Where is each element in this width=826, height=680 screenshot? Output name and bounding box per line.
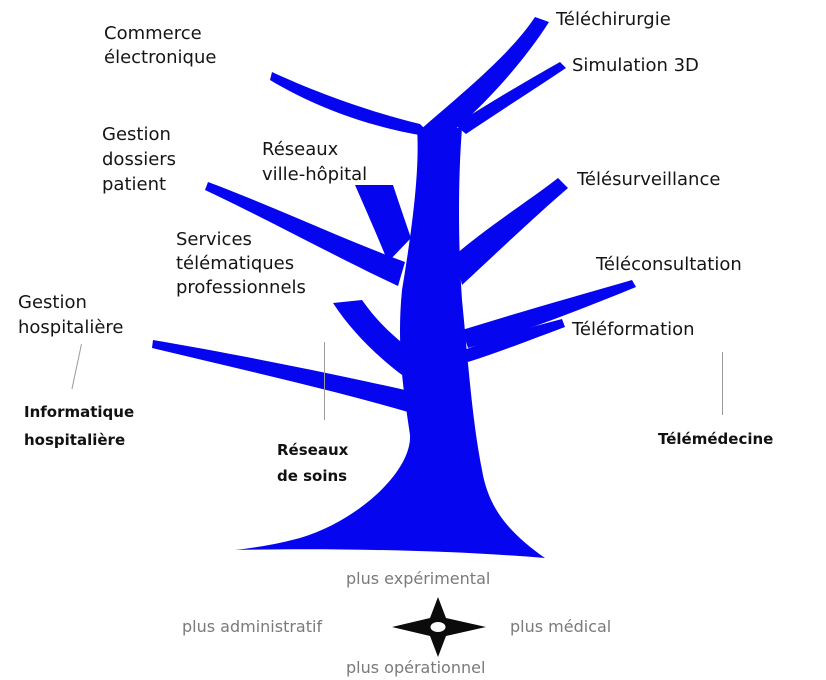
compass-rose-icon bbox=[392, 597, 486, 657]
branch-teleconsultation bbox=[462, 280, 636, 348]
compass-rose-center bbox=[429, 621, 447, 633]
branch-commerce-electronique bbox=[270, 72, 433, 137]
category-reseaux-de-soins: Réseaux de soins bbox=[277, 441, 349, 485]
label-telechirurgie: Téléchirurgie bbox=[556, 9, 671, 30]
leader-line-telemedecine bbox=[722, 352, 723, 415]
label-teleformation: Téléformation bbox=[572, 319, 695, 340]
branch-gestion-dossiers bbox=[205, 182, 405, 286]
category-telemedecine: Télémédecine bbox=[658, 430, 774, 448]
branch-teleformation bbox=[464, 319, 565, 362]
category-informatique-hospitaliere: Informatique hospitalière bbox=[24, 403, 135, 449]
label-gestion-dossiers-patient: Gestion dossiers patient bbox=[102, 124, 177, 195]
tree-shape bbox=[152, 17, 636, 558]
label-services-telematiques: Services télématiques professionnels bbox=[176, 229, 306, 298]
label-telesurveillance: Télésurveillance bbox=[577, 169, 721, 190]
leader-line-reseaux bbox=[324, 342, 325, 420]
label-commerce-electronique: Commerce électronique bbox=[104, 23, 217, 68]
branch-simulation-3d bbox=[455, 62, 566, 134]
tree-trunk bbox=[235, 128, 545, 558]
compass-label-south: plus opérationnel bbox=[346, 658, 486, 677]
branch-gestion-hospitaliere bbox=[152, 340, 408, 412]
branch-reseaux-ville-hopital bbox=[355, 185, 411, 262]
label-gestion-hospitaliere: Gestion hospitalière bbox=[18, 292, 124, 338]
compass-label-north: plus expérimental bbox=[346, 569, 491, 588]
compass-label-west: plus administratif bbox=[182, 617, 323, 636]
branch-telesurveillance bbox=[455, 178, 568, 285]
label-simulation-3d: Simulation 3D bbox=[572, 55, 699, 76]
label-teleconsultation: Téléconsultation bbox=[596, 254, 742, 275]
label-reseaux-ville-hopital: Réseaux ville-hôpital bbox=[262, 139, 368, 185]
branch-telechirurgie bbox=[420, 17, 549, 132]
compass-label-east: plus médical bbox=[510, 617, 612, 636]
branch-services-telematiques bbox=[333, 300, 405, 375]
